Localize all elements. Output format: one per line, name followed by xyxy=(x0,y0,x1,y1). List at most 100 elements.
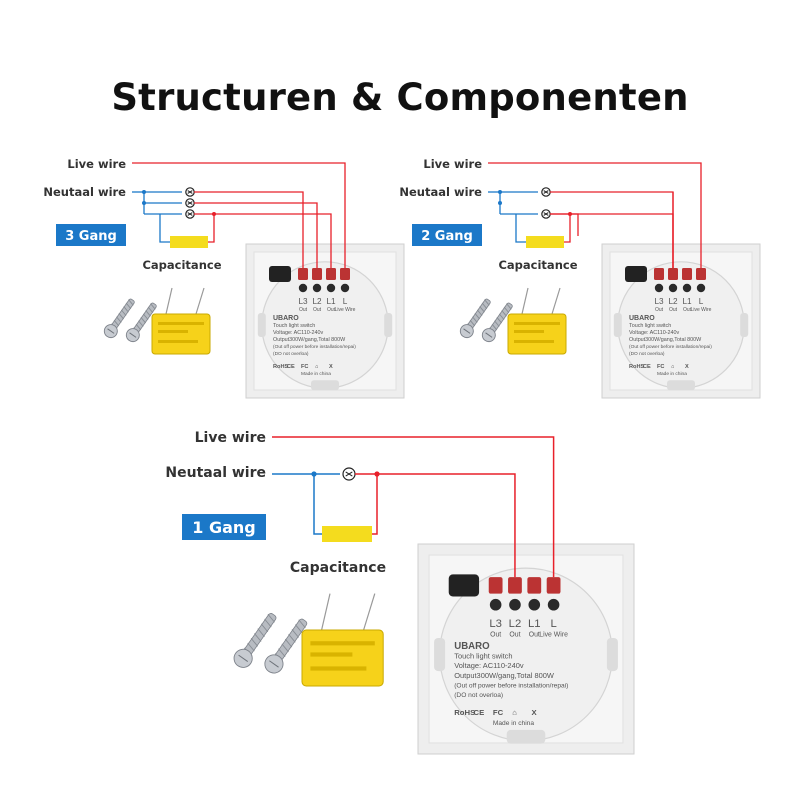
terminal-sub-label: Out xyxy=(683,307,692,313)
terminal-sub-label: Out xyxy=(669,307,678,313)
gang-badge xyxy=(182,514,266,540)
terminal-label: L1 xyxy=(682,297,692,306)
screw-icon xyxy=(481,302,513,343)
terminal-sub-label: Out xyxy=(490,631,501,638)
cert-mark: CE xyxy=(643,364,651,370)
brand-label: UBARO xyxy=(273,315,299,322)
spec-line: (DO not overloa) xyxy=(454,692,503,699)
spec-line: (Out off power before installation/repai… xyxy=(454,683,568,690)
terminal-label: L3 xyxy=(489,618,502,630)
terminal-sub-label: Out xyxy=(529,631,540,638)
live-wire-label: Live wire xyxy=(195,430,266,446)
spec-line: Voltage: AC110-240v xyxy=(454,661,524,670)
made-in-label: Made in china xyxy=(657,371,687,377)
spec-line: (Out off power before installation/repai… xyxy=(629,344,712,350)
made-in-label: Made in china xyxy=(301,371,331,377)
terminal-sub-label: Out xyxy=(327,307,336,313)
terminal-label: L1 xyxy=(528,618,541,630)
gang-badge xyxy=(56,224,126,246)
spec-line: Output300W/gang,Total 800W xyxy=(273,337,346,343)
spec-line: (Out off power before installation/repai… xyxy=(273,344,356,350)
bulb-icon xyxy=(185,198,195,208)
terminal-label: L2 xyxy=(312,297,322,306)
capacitor-symbol xyxy=(170,236,208,248)
cert-mark: ⌂ xyxy=(671,364,674,370)
spec-line: (DO not overloa) xyxy=(273,351,309,357)
screw-icon xyxy=(233,613,277,668)
cert-mark: FC xyxy=(493,708,504,717)
brand-label: UBARO xyxy=(629,315,655,322)
gang-badge-label: 2 Gang xyxy=(421,229,473,244)
neutral-wire-label: Neutaal wire xyxy=(165,465,266,481)
cert-mark: RoHS xyxy=(629,364,644,370)
live-wire-label: Live wire xyxy=(67,157,126,171)
page-title: Structuren & Componenten xyxy=(111,76,689,119)
terminal-label: L1 xyxy=(326,297,336,306)
spec-line: (DO not overloa) xyxy=(629,351,665,357)
screw-icon xyxy=(125,302,157,343)
bulb-icon xyxy=(185,187,195,197)
bulb-icon xyxy=(342,467,356,481)
cert-mark: ⌂ xyxy=(315,364,318,370)
spec-line: Touch light switch xyxy=(273,323,315,329)
spec-line: Voltage: AC110-240v xyxy=(273,330,324,336)
capacitor-component xyxy=(507,287,567,355)
terminal-sub-label: Out xyxy=(313,307,322,313)
terminal-sub-label: Out xyxy=(655,307,664,313)
capacitor-component xyxy=(151,287,211,355)
cert-mark: CE xyxy=(474,708,485,717)
terminal-label: L2 xyxy=(668,297,678,306)
terminal-sub-label: Live Wire xyxy=(539,631,568,638)
capacitance-label: Capacitance xyxy=(498,258,577,272)
brand-label: UBARO xyxy=(454,641,490,652)
cert-mark: X xyxy=(685,364,689,370)
capacitance-label: Capacitance xyxy=(142,258,221,272)
terminal-sub-label: Live Wire xyxy=(691,307,712,313)
cert-mark: RoHS xyxy=(454,708,475,717)
bulb-icon xyxy=(541,209,551,219)
cert-mark: ⌂ xyxy=(512,708,517,717)
neutral-wire-label: Neutaal wire xyxy=(399,185,482,199)
terminal-label: L3 xyxy=(654,297,664,306)
gang-badge xyxy=(412,224,482,246)
capacitance-label: Capacitance xyxy=(290,560,386,576)
capacitor-symbol xyxy=(526,236,564,248)
spec-line: Touch light switch xyxy=(629,323,671,329)
terminal-label: L3 xyxy=(298,297,308,306)
screw-icon xyxy=(103,298,135,339)
terminal-sub-label: Out xyxy=(299,307,308,313)
cert-mark: X xyxy=(532,708,538,717)
terminal-label: L xyxy=(550,618,556,630)
cert-mark: FC xyxy=(301,364,308,370)
live-wire-label: Live wire xyxy=(423,157,482,171)
made-in-label: Made in china xyxy=(493,720,534,727)
neutral-wire-label: Neutaal wire xyxy=(43,185,126,199)
spec-line: Output300W/gang,Total 800W xyxy=(629,337,702,343)
screw-icon xyxy=(459,298,491,339)
capacitor-component xyxy=(301,593,384,687)
terminal-label: L xyxy=(343,297,348,306)
cert-mark: CE xyxy=(287,364,295,370)
terminal-label: L xyxy=(699,297,704,306)
bulb-icon xyxy=(541,187,551,197)
terminal-label: L2 xyxy=(509,618,522,630)
terminal-sub-label: Out xyxy=(509,631,520,638)
cert-mark: FC xyxy=(657,364,664,370)
spec-line: Voltage: AC110-240v xyxy=(629,330,680,336)
gang-badge-label: 1 Gang xyxy=(192,518,255,537)
terminal-sub-label: Live Wire xyxy=(335,307,356,313)
bulb-icon xyxy=(185,209,195,219)
screw-icon xyxy=(264,618,308,674)
spec-line: Touch light switch xyxy=(454,652,512,661)
capacitor-symbol xyxy=(322,526,372,542)
cert-mark: X xyxy=(329,364,333,370)
cert-mark: RoHS xyxy=(273,364,288,370)
spec-line: Output300W/gang,Total 800W xyxy=(454,671,554,680)
